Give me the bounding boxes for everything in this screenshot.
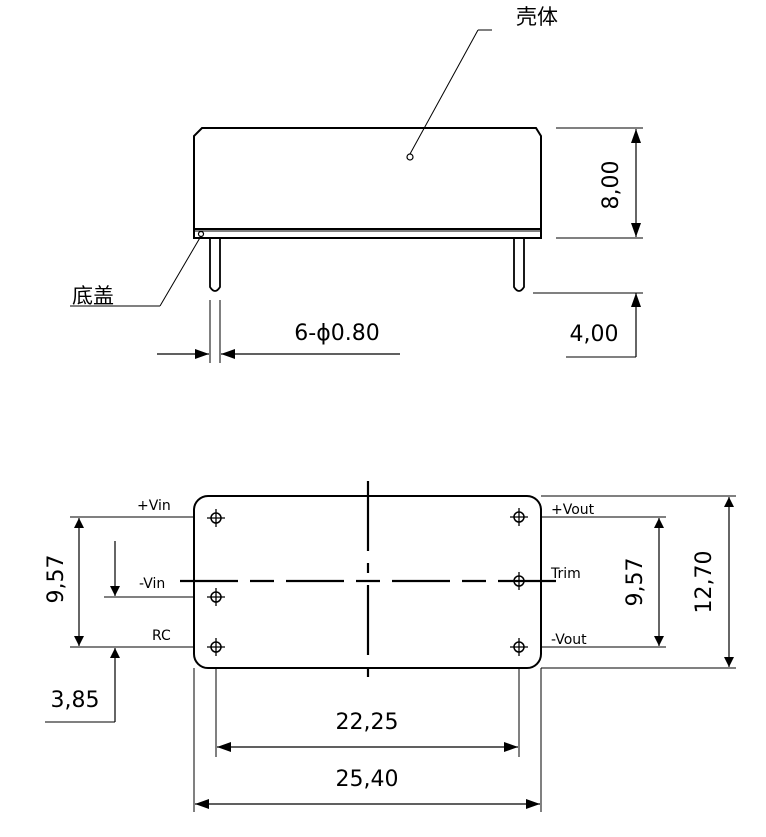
- pin-span-label: 22,25: [336, 710, 399, 735]
- bottom-cover-label: 底盖: [72, 284, 114, 308]
- pin-spec-label: 6-ϕ0.80: [294, 321, 379, 346]
- pin-left: [209, 238, 221, 292]
- shell-leader-dot: [406, 153, 414, 161]
- pin-trim: [510, 572, 528, 590]
- shell-body: [193, 127, 542, 237]
- pin-right: [513, 238, 525, 292]
- pin-label-vin-pos: +Vin: [137, 498, 171, 514]
- cover-leader: [159, 235, 202, 307]
- body-height-label: 12,70: [692, 551, 717, 614]
- pin-label-trim: Trim: [550, 566, 581, 582]
- pin-rc: [207, 638, 225, 656]
- pin-vin-pos: [207, 509, 225, 527]
- offset-label: 3,85: [51, 688, 100, 713]
- pin-label-rc: RC: [152, 628, 171, 644]
- left-pitch-label: 9,57: [44, 555, 69, 604]
- pin-length-label: 4,00: [570, 322, 619, 347]
- right-pitch-label: 9,57: [623, 558, 648, 607]
- pin-label-vout-neg: -Vout: [551, 632, 587, 648]
- pin-vout-neg: [510, 638, 528, 656]
- pin-label-vin-neg: -Vin: [139, 576, 165, 592]
- pin-label-vout-pos: +Vout: [551, 502, 595, 518]
- pin-vin-neg: [207, 588, 225, 606]
- body-width-label: 25,40: [336, 767, 399, 792]
- bottom-view: [45, 481, 736, 812]
- height-label: 8,00: [599, 161, 624, 210]
- side-view: [70, 29, 643, 363]
- shell-label: 壳体: [516, 5, 558, 29]
- bottom-cover: [193, 228, 542, 239]
- shell-leader: [409, 29, 479, 155]
- pin-vout-pos: [510, 508, 528, 526]
